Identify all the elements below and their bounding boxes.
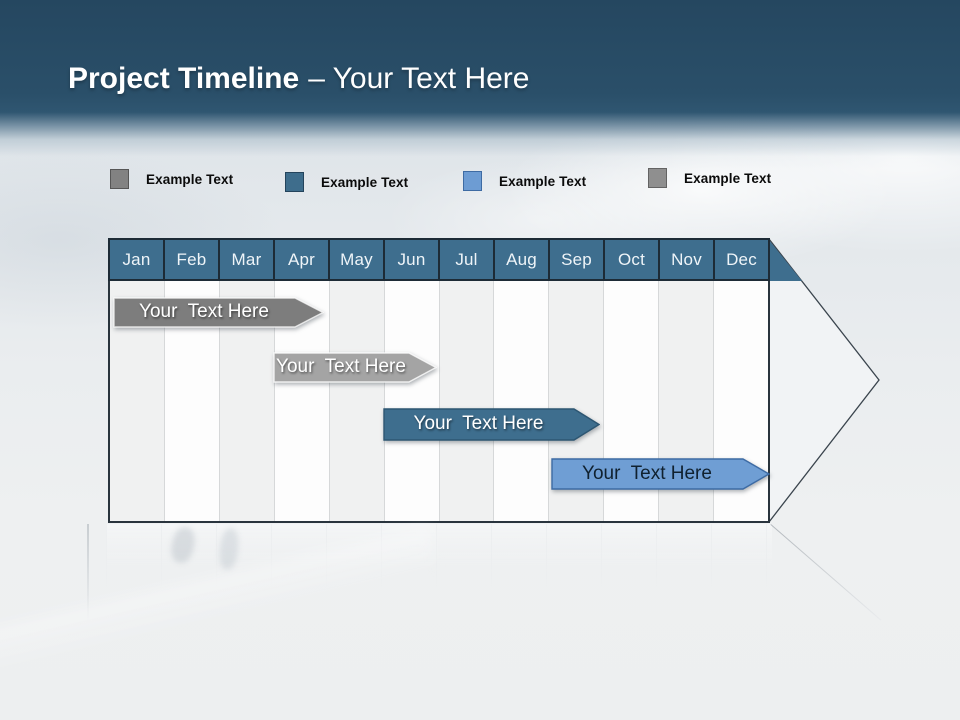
grid-column [163, 281, 219, 521]
legend-color-swatch [285, 172, 304, 192]
title-subtitle: – Your Text Here [308, 62, 530, 95]
bar-label: Your Text Here [276, 356, 406, 377]
background-pole-reflection [87, 524, 89, 620]
legend-label: Example Text [499, 173, 587, 189]
grid-column [713, 281, 768, 521]
month-header-cell: May [328, 240, 383, 279]
month-header-cell: Apr [273, 240, 328, 279]
month-header-cell: Aug [493, 240, 548, 279]
grid-column [603, 281, 658, 521]
month-header-cell: Jun [383, 240, 438, 279]
grid-column [383, 281, 439, 521]
arrow-head-header-wedge [769, 240, 802, 281]
month-header-cell: Feb [163, 240, 218, 279]
legend-label: Example Text [146, 171, 234, 187]
month-header-cell: Mar [218, 240, 273, 279]
grid-column [273, 281, 329, 521]
timeline-bar: Your Text Here [113, 297, 324, 328]
timeline-bar: Your Text Here [273, 352, 437, 383]
table-reflection [106, 524, 772, 588]
legend-item: Example Text [285, 171, 408, 193]
bar-label: Your Text Here [413, 413, 544, 434]
grid-column [328, 281, 384, 521]
legend-item: Example Text [648, 167, 771, 189]
month-header-cell: Oct [603, 240, 658, 279]
bar-label: Your Text Here [139, 301, 269, 322]
title-main: Project Timeline [68, 62, 300, 95]
grid-column [493, 281, 548, 521]
bar-label: Your Text Here [582, 462, 712, 484]
month-header-cell: Sep [548, 240, 603, 279]
month-header-cell: Jan [122, 249, 151, 269]
title-bar: Project Timeline– Your Text Here [0, 0, 960, 170]
timeline-arrow-head [768, 238, 880, 523]
bar-arrow-shape [383, 408, 600, 441]
bar-arrow-shape [551, 458, 770, 490]
legend-item: Example Text [110, 168, 233, 190]
month-header-cell: Dec [713, 240, 768, 279]
bar-arrow-shape [113, 297, 324, 328]
legend-color-swatch [463, 171, 482, 191]
legend-item: Example Text [463, 170, 586, 192]
bar-arrow-shape [273, 352, 437, 383]
month-header-cell: Jul [438, 240, 493, 279]
legend-label: Example Text [684, 170, 772, 186]
timeline-bar: Your Text Here [383, 408, 600, 441]
page-title: Project Timeline– Your Text Here [68, 59, 529, 99]
legend-color-swatch [648, 168, 667, 188]
legend-color-swatch [110, 169, 129, 189]
legend-label: Example Text [321, 174, 409, 190]
month-header-cell: Nov [658, 240, 713, 279]
month-header-row: Jan Feb Mar Apr May Jun Jul Aug Sep Oct … [108, 238, 770, 281]
timeline-bar: Your Text Here [551, 458, 770, 490]
grid-column [438, 281, 494, 521]
